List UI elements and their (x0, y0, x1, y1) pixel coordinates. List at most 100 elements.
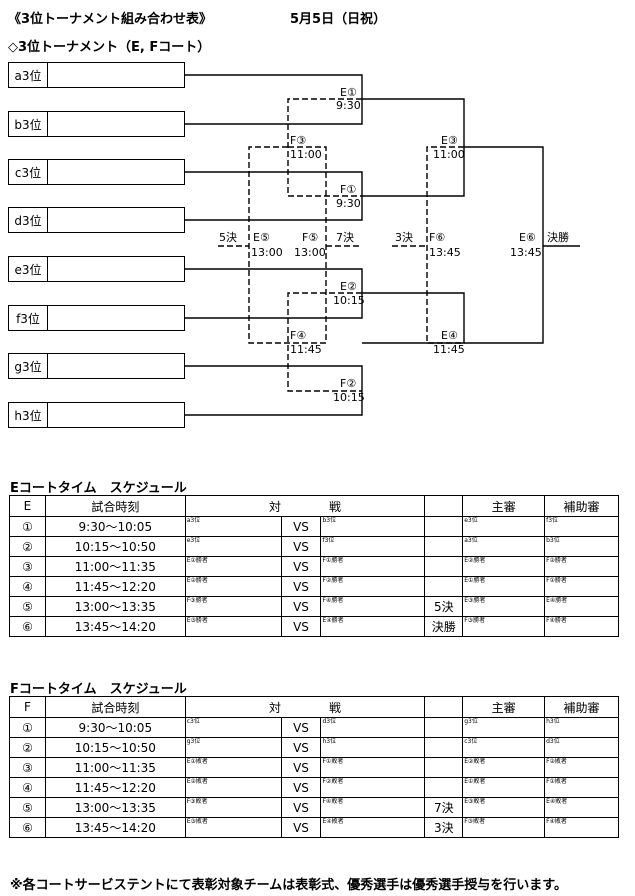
assistant-referee: F②勝者 (544, 556, 619, 577)
team-box-g: g3位 (8, 353, 185, 379)
home-team: g3位 (184, 737, 282, 758)
team-box-e: e3位 (8, 256, 185, 282)
vs-label: VS (280, 817, 322, 838)
match-note (424, 777, 464, 798)
match-note: 5決 (424, 596, 464, 617)
match-f3-label: F③ (290, 134, 307, 147)
match-f1-label: F① (340, 183, 357, 196)
away-team: F①勝者 (320, 556, 426, 577)
referee: E③敗者 (462, 797, 546, 818)
vs-label: VS (280, 777, 322, 798)
header-note (424, 495, 464, 517)
away-team: d3位 (320, 717, 426, 738)
match-note (424, 556, 464, 577)
referee: c3位 (462, 737, 546, 758)
vs-label: VS (280, 576, 322, 597)
team-label: c3位 (9, 160, 48, 184)
match-e5-time: 13:00 (251, 246, 283, 259)
match-note: 3決 (424, 817, 464, 838)
match-f5-time: 13:00 (294, 246, 326, 259)
home-team: E③勝者 (184, 616, 282, 637)
team-box-f: f3位 (8, 305, 185, 331)
match-note (424, 536, 464, 557)
team-box-a: a3位 (8, 62, 185, 88)
header-referee: 主審 (462, 495, 546, 517)
header-assistant: 補助審 (544, 495, 619, 517)
match-time: 11:00～11:35 (44, 757, 186, 778)
vs-label: VS (280, 757, 322, 778)
match-number: ⑥ (9, 817, 46, 838)
assistant-referee: F①勝者 (544, 576, 619, 597)
header-match: 対 戦 (184, 696, 426, 718)
match-time: 11:00～11:35 (44, 556, 186, 577)
assistant-referee: F①敗者 (544, 777, 619, 798)
match-e3-time: 11:00 (433, 148, 465, 161)
match-number: ⑤ (9, 596, 46, 617)
match-number: ⑥ (9, 616, 46, 637)
assistant-referee: b3位 (544, 536, 619, 557)
match-number: ③ (9, 556, 46, 577)
referee: E②勝者 (462, 556, 546, 577)
away-team: F①敗者 (320, 757, 426, 778)
match-e5-label: E⑤ (253, 231, 270, 244)
match-e1-time: 9:30 (336, 99, 361, 112)
match-f5-label: F⑤ (302, 231, 319, 244)
match-e2-label: E② (340, 280, 357, 293)
team-label: d3位 (9, 208, 48, 232)
header-time: 試合時刻 (44, 495, 186, 517)
assistant-referee: d3位 (544, 737, 619, 758)
match-time: 10:15～10:50 (44, 536, 186, 557)
team-label: e3位 (9, 257, 48, 281)
match-number: ① (9, 717, 46, 738)
match-time: 13:45～14:20 (44, 616, 186, 637)
away-team: F④勝者 (320, 596, 426, 617)
away-team: F④敗者 (320, 797, 426, 818)
vs-label: VS (280, 797, 322, 818)
away-team: F②勝者 (320, 576, 426, 597)
match-e6-label: E⑥ (519, 231, 536, 244)
bracket-lines (185, 74, 580, 416)
away-team: F②敗者 (320, 777, 426, 798)
team-box-c: c3位 (8, 159, 185, 185)
match-note (424, 576, 464, 597)
vs-label: VS (280, 516, 322, 537)
match-number: ④ (9, 576, 46, 597)
match-note (424, 757, 464, 778)
match-e6-time: 13:45 (510, 246, 542, 259)
referee: E③勝者 (462, 596, 546, 617)
referee: F③敗者 (462, 817, 546, 838)
match-f4-time: 11:45 (290, 343, 322, 356)
match-time: 9:30～10:05 (44, 516, 186, 537)
match-f3-time: 11:00 (290, 148, 322, 161)
match-note (424, 516, 464, 537)
date-label: 5月5日（日祝） (290, 12, 387, 27)
referee: a3位 (462, 536, 546, 557)
header-assistant: 補助審 (544, 696, 619, 718)
home-team: E③敗者 (184, 817, 282, 838)
home-team: F③勝者 (184, 596, 282, 617)
table-header-row: E 試合時刻 対 戦 主審 補助審 (9, 495, 619, 517)
match-time: 13:00～13:35 (44, 797, 186, 818)
match-number: ④ (9, 777, 46, 798)
referee: E②敗者 (462, 757, 546, 778)
match-number: ② (9, 536, 46, 557)
match-e4-label: E④ (441, 329, 458, 342)
home-team: E①勝者 (184, 556, 282, 577)
match-time: 10:15～10:50 (44, 737, 186, 758)
team-box-b: b3位 (8, 111, 185, 137)
match-e4-time: 11:45 (433, 343, 465, 356)
team-label: a3位 (9, 63, 48, 87)
match-time: 13:45～14:20 (44, 817, 186, 838)
match-number: ② (9, 737, 46, 758)
team-label: h3位 (9, 403, 48, 427)
match-note: 7決 (424, 797, 464, 818)
